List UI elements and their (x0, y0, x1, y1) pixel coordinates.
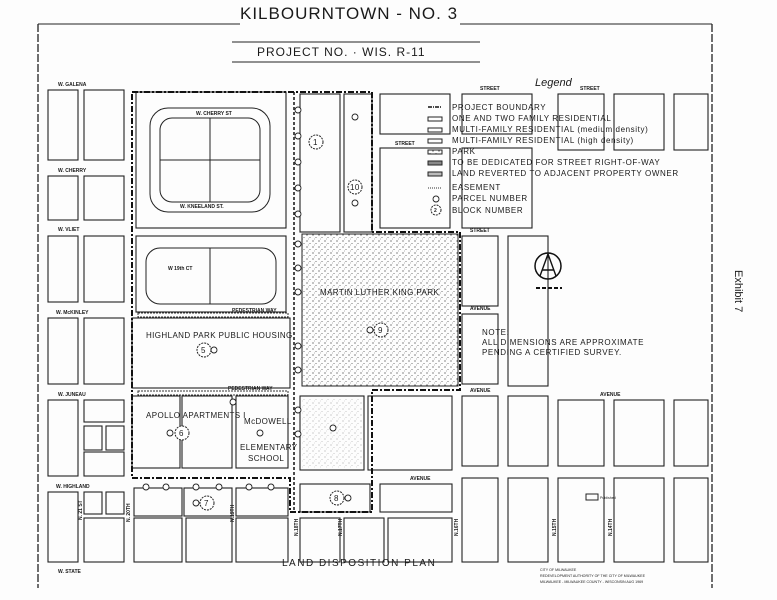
school-label: McDOWELL (244, 417, 292, 426)
map-text: Published (600, 496, 616, 500)
map-text: MULTI-FAMILY RESIDENTIAL (high density) (452, 136, 634, 145)
map-text: MULTI-FAMILY RESIDENTIAL (medium density… (452, 125, 648, 134)
map-text: W. STATE (58, 569, 82, 575)
map-text: 9 (378, 326, 383, 335)
map-text: PEDESTRIAN WAY (232, 308, 277, 314)
legend: Legend 2 PROJECT BOUNDARY ONE AND TWO FA… (427, 77, 679, 216)
map-text: N.15TH (552, 518, 558, 536)
map-text: N.19TH (230, 504, 236, 522)
map-text: AVENUE (470, 388, 491, 394)
sheet-frame (37, 23, 713, 588)
scale-box: Published (585, 493, 616, 501)
park-area (301, 233, 459, 387)
map-text: PEDESTRIAN WAY (228, 386, 273, 392)
map-text: AVENUE (410, 476, 431, 482)
credits-block: CITY OF MILWAUKEE REDEVELOPMENT AUTHORIT… (540, 568, 646, 584)
park-label: MARTIN LUTHER KING PARK (320, 288, 439, 297)
map-text: W. McKINLEY (56, 310, 89, 316)
map-text: W. HIGHLAND (56, 484, 90, 490)
block-numbers: 1 10 5 6 7 8 9 (174, 134, 389, 511)
plan-title: LAND DISPOSITION PLAN (282, 558, 436, 569)
map-text: STREET (580, 86, 600, 92)
street-grid (47, 89, 709, 563)
map-text: PROJECT BOUNDARY (452, 103, 546, 112)
map-text: NOTE: (482, 328, 509, 337)
map-text: STREET (480, 86, 500, 92)
map-text: N.18TH (294, 518, 300, 536)
legend-heading: Legend (535, 77, 573, 89)
map-text: 10 (350, 183, 360, 192)
map-text: ALL DIMENSIONS ARE APPROXIMATE (482, 338, 644, 347)
map-text: 8 (334, 494, 339, 503)
parcel-numbers (142, 106, 374, 507)
map-text: 6 (179, 429, 184, 438)
map-text: PENDING A CERTIFIED SURVEY. (482, 348, 622, 357)
map-text: 7 (204, 499, 209, 508)
note: NOTE: ALL DIMENSIONS ARE APPROXIMATE PEN… (482, 328, 644, 357)
map-text: SCHOOL (248, 454, 284, 463)
park-strip (302, 398, 362, 468)
map-text: PARK (452, 147, 476, 156)
exhibit-label: Exhibit 7 (732, 270, 744, 312)
project-boundary (131, 91, 461, 513)
map-text: W. JUNEAU (58, 392, 86, 398)
map-text: ONE AND TWO FAMILY RESIDENTIAL (452, 114, 611, 123)
map-text: ELEMENTARY (240, 443, 298, 452)
place-labels: MARTIN LUTHER KING PARK HIGHLAND PARK PU… (146, 288, 439, 463)
map-title: KILBOURNTOWN - NO. 3 (240, 4, 458, 23)
map-text: TO BE DEDICATED FOR STREET RIGHT-OF-WAY (452, 158, 660, 167)
map-text: 1 (313, 138, 318, 147)
map-text: W. CHERRY ST (196, 111, 232, 117)
map-text: AVENUE (470, 306, 491, 312)
map-text: LAND REVERTED TO ADJACENT PROPERTY OWNER (452, 169, 679, 178)
map-text: STREET (395, 141, 415, 147)
map-text: N.16TH (454, 518, 460, 536)
map-text: 2 (434, 208, 437, 214)
housing-label: HIGHLAND PARK PUBLIC HOUSING (146, 331, 293, 340)
cul-de-sac-streets (145, 107, 277, 305)
map-text: EASEMENT (452, 183, 501, 192)
map-text: AVENUE (600, 392, 621, 398)
map-text: 5 (201, 346, 206, 355)
north-arrow-icon (534, 252, 562, 289)
project-number: PROJECT NO. · WIS. R-11 (257, 45, 426, 59)
map-text: W. CHERRY (58, 168, 87, 174)
map-text: N.14TH (608, 518, 614, 536)
map-text: W. KNEELAND ST. (180, 204, 224, 210)
map-text: W. VLIET (58, 227, 79, 233)
apollo-label: APOLLO APARTMENTS I (146, 411, 246, 420)
map-text: N.17TH (338, 518, 344, 536)
map-text: CITY OF MILWAUKEE (540, 568, 577, 572)
map-text: REDEVELOPMENT AUTHORITY OF THE CITY OF M… (540, 574, 646, 578)
street-labels: W. GALENA W. CHERRY W. VLIET W. McKINLEY… (56, 82, 621, 575)
map-text: W 19th CT (168, 266, 192, 272)
map-text: PARCEL NUMBER (452, 194, 528, 203)
map-text: N. 20TH (126, 503, 132, 522)
map-text: STREET (470, 228, 490, 234)
map-text: N. 21 ST (78, 500, 84, 520)
map-text: MILWAUKEE - MILWAUKEE COUNTY - WISCONSIN… (540, 580, 643, 584)
map-text: W. GALENA (58, 82, 87, 88)
map-text: BLOCK NUMBER (452, 206, 523, 215)
